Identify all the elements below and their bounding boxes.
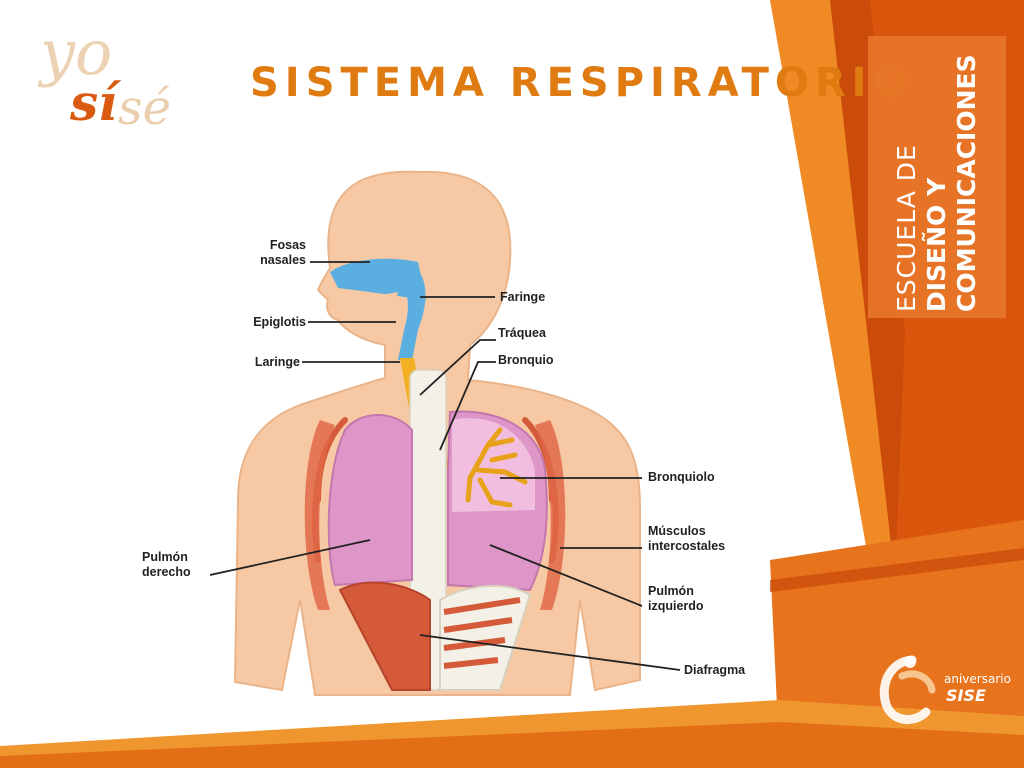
leader-diafragma: [419, 634, 681, 671]
label-musculos-intercostales: Músculos intercostales: [648, 524, 726, 553]
leader-traquea: [419, 339, 496, 396]
logo-se: sé: [118, 80, 172, 136]
right-lung: [327, 414, 413, 587]
leader-pulmon-izquierdo: [489, 544, 643, 607]
anniversary-label: aniversario: [944, 672, 1011, 686]
anniversary-icon: [879, 655, 936, 724]
label-bronquiolo: Bronquiolo: [648, 470, 715, 484]
label-fosas-nasales: Fosas nasales: [260, 238, 306, 267]
label-pulmon-izquierdo: Pulmón izquierdo: [648, 584, 704, 613]
intercostal-muscles: [304, 420, 566, 610]
brand-box: [868, 36, 1006, 318]
logo-si: sí: [70, 73, 118, 132]
label-epiglotis: Epiglotis: [253, 315, 306, 329]
right-lower-band: [770, 548, 1024, 592]
label-traquea: Tráquea: [498, 326, 546, 340]
bottom-dark-band: [0, 722, 1024, 768]
label-bronquio: Bronquio: [498, 353, 554, 367]
right-dark-stripe: [830, 0, 905, 580]
label-diafragma: Diafragma: [684, 663, 746, 677]
label-laringe: Laringe: [254, 355, 300, 369]
diaphragm: [338, 581, 532, 691]
nasal-airway: [330, 258, 426, 360]
label-pulmon-derecho: Pulmón derecho: [142, 550, 191, 579]
anniversary-brand: SISE: [946, 686, 986, 705]
leader-lines: [209, 261, 681, 671]
leader-bronquio: [439, 361, 496, 451]
label-faringe: Faringe: [500, 290, 546, 304]
logo-yo: yo: [40, 16, 113, 89]
leader-pulmon-derecho: [209, 539, 371, 576]
left-lung: [447, 410, 548, 592]
